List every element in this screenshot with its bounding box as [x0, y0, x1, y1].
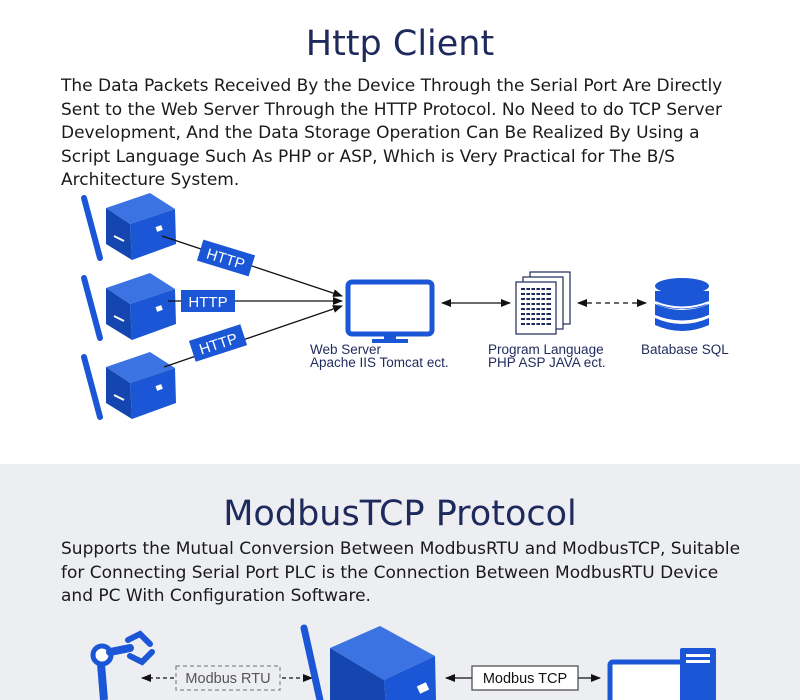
database-label: Batabase SQL [641, 342, 729, 357]
http-client-diagram: HTTP HTTP HTTP Web Server Apache IIS Tom… [81, 193, 729, 420]
serial-device-2-icon [81, 273, 176, 341]
modbus-gateway-device-icon [300, 624, 436, 700]
web-server-monitor-icon [345, 279, 435, 343]
serial-device-1-icon [81, 193, 176, 261]
modbus-tcp-description: Supports the Mutual Conversion Between M… [61, 539, 741, 606]
modbus-tcp-section: ModbusTCP Protocol Supports the Mutual C… [0, 464, 800, 700]
program-document-icon [515, 271, 571, 335]
modbus-tcp-title: ModbusTCP Protocol [223, 494, 577, 534]
web-server-label: Web Server [310, 342, 382, 357]
modbus-rtu-label: Modbus RTU [185, 671, 270, 687]
web-server-sublabel: Apache IIS Tomcat ect. [310, 355, 449, 370]
http-client-title: Http Client [305, 24, 495, 64]
database-icon [654, 278, 710, 331]
modbus-tcp-label: Modbus TCP [483, 671, 567, 687]
http-arrow-1 [161, 235, 343, 297]
serial-device-3-icon [81, 352, 176, 420]
pc-computer-icon [607, 648, 716, 700]
robot-arm-icon [90, 630, 155, 700]
http-client-section: Http Client The Data Packets Received By… [61, 24, 730, 420]
program-language-label: Program Language [488, 342, 604, 357]
http-arrow-3 [163, 305, 343, 368]
modbus-diagram: Modbus RTU Modbus TCP [90, 624, 716, 700]
program-language-sublabel: PHP ASP JAVA ect. [488, 355, 606, 370]
http-label-2: HTTP [188, 294, 227, 311]
http-client-description: The Data Packets Received By the Device … [61, 76, 723, 190]
